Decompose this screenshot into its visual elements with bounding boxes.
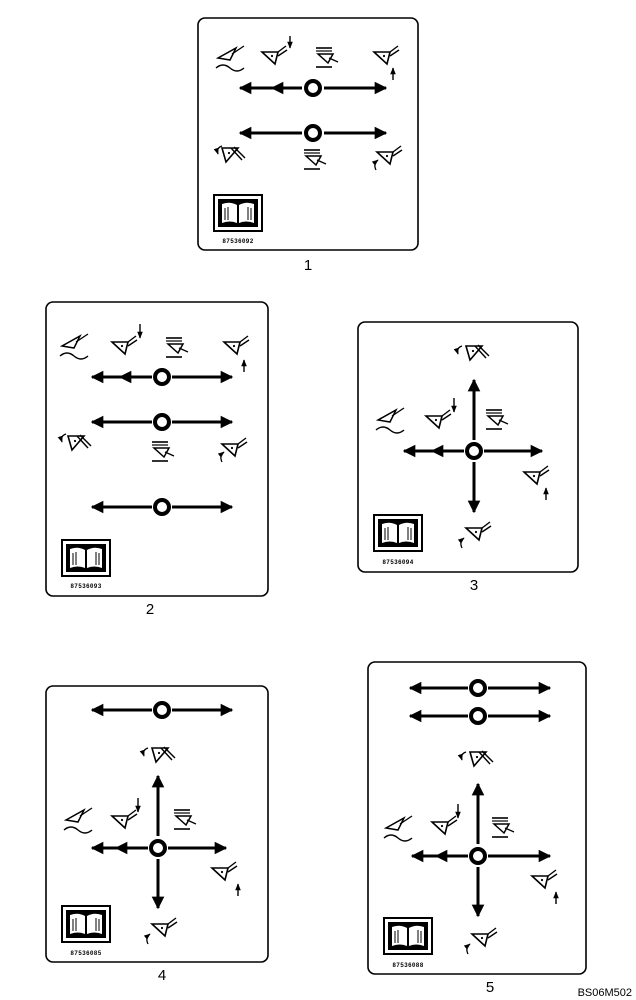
manual-book-icon xyxy=(213,194,263,232)
float-icon xyxy=(485,409,509,430)
float-icon xyxy=(165,337,189,358)
caption-4: 4 xyxy=(158,967,166,984)
bucket-dump-icon xyxy=(425,409,452,429)
caption-5: 5 xyxy=(486,979,494,996)
ground-icon xyxy=(383,815,413,842)
bucket-dump-icon xyxy=(431,815,458,835)
bucket-curl-icon xyxy=(465,344,490,361)
bucket-dump-icon xyxy=(111,335,138,355)
ground-icon xyxy=(215,45,245,72)
bucket-dump-icon xyxy=(471,927,498,947)
bucket-dump-icon xyxy=(261,45,288,65)
ground-icon xyxy=(375,407,405,434)
float-icon xyxy=(315,47,339,68)
manual-book-icon xyxy=(61,905,111,943)
bucket-dump-icon xyxy=(376,145,403,165)
bucket-curl-icon xyxy=(151,746,176,763)
bucket-dump-icon xyxy=(221,437,248,457)
bucket-dump-icon xyxy=(465,521,492,541)
bucket-dump-icon xyxy=(151,917,178,937)
float-icon xyxy=(303,149,327,170)
caption-2: 2 xyxy=(146,601,154,618)
manual-book-icon xyxy=(373,514,423,552)
bucket-dump-icon xyxy=(111,809,138,829)
ground-icon xyxy=(63,807,93,834)
float-icon xyxy=(491,817,515,838)
float-icon xyxy=(151,441,175,462)
part-number: 87536094 xyxy=(382,559,413,566)
part-number: 87536085 xyxy=(70,950,101,957)
bucket-curl-icon xyxy=(67,434,92,451)
bucket-dump-icon xyxy=(531,869,558,889)
bucket-dump-icon xyxy=(211,861,238,881)
float-icon xyxy=(173,809,197,830)
caption-3: 3 xyxy=(470,577,478,594)
decal-1: 87536092 xyxy=(197,17,419,251)
ground-icon xyxy=(59,333,89,360)
decal-5: 87536088 xyxy=(367,661,587,975)
bucket-dump-icon xyxy=(373,45,400,65)
bucket-dump-icon xyxy=(223,335,250,355)
document-reference: BS06M502 xyxy=(578,987,632,999)
bucket-curl-icon xyxy=(469,750,494,767)
bucket-dump-icon xyxy=(523,465,550,485)
decal-4: 87536085 xyxy=(45,685,269,963)
part-number: 87536088 xyxy=(392,962,423,969)
decal-3: 87536094 xyxy=(357,321,579,573)
decal-2: 87536093 xyxy=(45,301,269,597)
manual-book-icon xyxy=(61,539,111,577)
part-number: 87536093 xyxy=(70,583,101,590)
part-number: 87536092 xyxy=(222,238,253,245)
bucket-curl-icon xyxy=(221,146,246,163)
pivot-icon xyxy=(304,79,322,97)
caption-1: 1 xyxy=(304,257,312,274)
manual-book-icon xyxy=(383,917,433,955)
